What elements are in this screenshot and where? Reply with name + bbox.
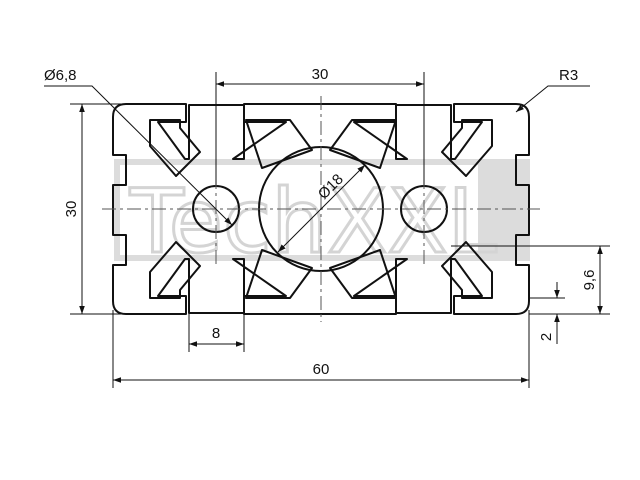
dim-slot-width: 8 xyxy=(212,325,220,342)
dim-slot-depth: 9,6 xyxy=(581,270,598,291)
watermark: TechXXL xyxy=(114,159,530,275)
cavity-top-center-left xyxy=(245,119,313,169)
cavity-top-left xyxy=(149,119,201,177)
watermark-text: TechXXL xyxy=(129,170,497,273)
dim-hole-small: Ø6,8 xyxy=(44,67,77,84)
dim-wall: 2 xyxy=(538,333,555,341)
dim-total-width: 60 xyxy=(313,361,330,378)
cavity-bottom-left xyxy=(149,241,201,299)
dimension-lines xyxy=(44,72,610,388)
dim-top-width: 30 xyxy=(312,66,329,83)
dim-radius: R3 xyxy=(559,67,578,84)
outer-contour xyxy=(112,103,530,315)
cavity-top-right xyxy=(441,119,493,177)
dim-left-height: 30 xyxy=(63,201,80,218)
cavity-bottom-center-left xyxy=(245,249,313,299)
cavity-top-center-right xyxy=(329,119,397,169)
cavity-bottom-center-right xyxy=(329,249,397,299)
cavity-bottom-right xyxy=(441,241,493,299)
